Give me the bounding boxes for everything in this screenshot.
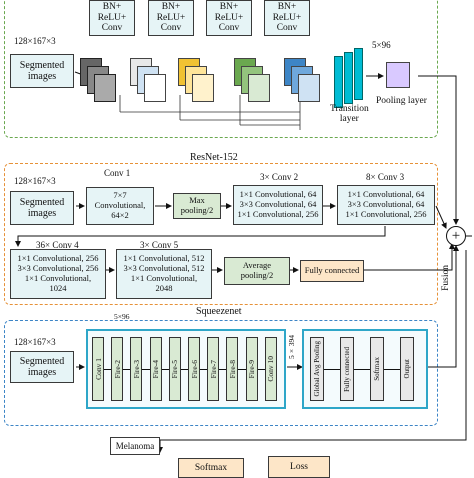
conv4-title: 36× Conv 4 (36, 240, 79, 250)
melanoma-box: Melanoma (110, 437, 160, 455)
squeezenet-layer-label: Fire-2 (112, 359, 122, 379)
squeezenet-input-dim: 128×167×3 (14, 337, 56, 347)
squeezenet-layer: Fire-7 (207, 337, 220, 401)
resnet-title: ResNet-152 (190, 152, 238, 163)
conv2-box: 1×1 Convolutional, 64 3×3 Convolutional,… (233, 185, 323, 225)
squeezenet-layer-label: Fire-8 (227, 359, 237, 379)
pooling-layer-label: Pooling layer (376, 96, 427, 106)
squeezenet-layer-label: Fire-9 (247, 359, 257, 379)
head-arrow (324, 369, 340, 370)
squeezenet-layer: Fire-8 (226, 337, 239, 401)
softmax-box: Softmax (178, 458, 244, 478)
conv1-box: 7×7 Convolutional, 64×2 (86, 187, 154, 225)
conv1-title: Conv 1 (104, 168, 131, 178)
resnet-input-dim: 128×167×3 (14, 176, 56, 186)
squeezenet-layer-label: Fire-7 (208, 359, 218, 379)
squeezenet-head-label: Fully connected (343, 346, 351, 392)
squeezenet-dim-1: 5×96 (114, 312, 130, 321)
resnet-fc-box: Fully connected (300, 260, 364, 282)
layer-arrow (257, 369, 265, 370)
head-arrow (384, 369, 400, 370)
squeezenet-dim-2: 5×394 (286, 335, 296, 359)
conv3-title: 8× Conv 3 (366, 172, 405, 182)
squeezenet-layer: Fire-3 (130, 337, 143, 401)
squeezenet-layer: Fire-4 (149, 337, 162, 401)
squeezenet-head-item: Output (400, 337, 414, 401)
densenet-transition-dim: 5×96 (372, 40, 391, 50)
head-arrow (354, 369, 370, 370)
squeezenet-head-label: Softmax (373, 357, 381, 381)
squeezenet-layer: Fire-6 (188, 337, 200, 401)
resnet-frame (4, 163, 438, 305)
layer-arrow (219, 369, 227, 370)
fusion-node: + (446, 226, 466, 246)
squeezenet-layer-label: Conv 10 (266, 356, 276, 382)
densenet-bn-block-1: BN+ ReLU+ Conv (89, 0, 135, 36)
squeezenet-layer: Fire-5 (168, 337, 181, 401)
densenet-bn-block-4: BN+ ReLU+ Conv (264, 0, 310, 36)
squeezenet-title: Squeezenet (196, 306, 242, 317)
squeezenet-frame (4, 320, 438, 426)
squeezenet-layer-label: Fire-4 (151, 359, 161, 379)
densenet-frame (4, 0, 438, 138)
squeezenet-layer-label: Fire-6 (189, 359, 199, 379)
resnet-input-box: Segmented images (10, 191, 74, 225)
squeezenet-head-item: Softmax (370, 337, 384, 401)
layer-arrow (161, 369, 169, 370)
layer-arrow (238, 369, 246, 370)
layer-arrow (142, 369, 150, 370)
densenet-bn-block-2: BN+ ReLU+ Conv (148, 0, 194, 36)
squeezenet-layer-label: Fire-5 (170, 359, 180, 379)
fusion-label: Fusion (441, 265, 451, 291)
squeezenet-layer: Conv 1 (92, 337, 104, 401)
densenet-input-box: Segmented images (10, 54, 74, 88)
layer-arrow (123, 369, 131, 370)
layer-arrow (180, 369, 188, 370)
squeezenet-head-label: Global Avg Pooling (313, 341, 321, 397)
squeezenet-layer: Fire-9 (245, 337, 258, 401)
conv3-box: 1×1 Convolutional, 64 3×3 Convolutional,… (337, 185, 435, 225)
squeezenet-layer-label: Fire-3 (131, 359, 141, 379)
squeezenet-layer: Conv 10 (264, 337, 277, 401)
squeezenet-layer-label: Conv 1 (93, 358, 103, 380)
squeezenet-head-item: Global Avg Pooling (310, 337, 324, 401)
avgpool-box: Average pooling/2 (224, 257, 290, 285)
squeezenet-head-label: Output (403, 359, 411, 379)
densenet-bn-block-3: BN+ ReLU+ Conv (206, 0, 252, 36)
squeezenet-layer: Fire-2 (111, 337, 124, 401)
transition-layer-label: Transition layer (330, 104, 369, 124)
maxpool-box: Max pooling/2 (173, 193, 221, 219)
conv2-title: 3× Conv 2 (260, 172, 299, 182)
conv5-title: 3× Conv 5 (140, 240, 179, 250)
densenet-input-dim: 128×167×3 (14, 36, 56, 46)
loss-box: Loss (268, 456, 330, 478)
layer-arrow (200, 369, 208, 370)
conv4-box: 1×1 Convolutional, 256 3×3 Convolutional… (10, 249, 106, 299)
squeezenet-input-box: Segmented images (10, 351, 74, 383)
squeezenet-head-item: Fully connected (340, 337, 354, 401)
conv5-box: 1×1 Convolutional, 512 3×3 Convolutional… (116, 249, 212, 299)
fusion-plus-symbol: + (451, 227, 461, 244)
pooling-layer-cube (386, 62, 410, 88)
layer-arrow (104, 369, 112, 370)
